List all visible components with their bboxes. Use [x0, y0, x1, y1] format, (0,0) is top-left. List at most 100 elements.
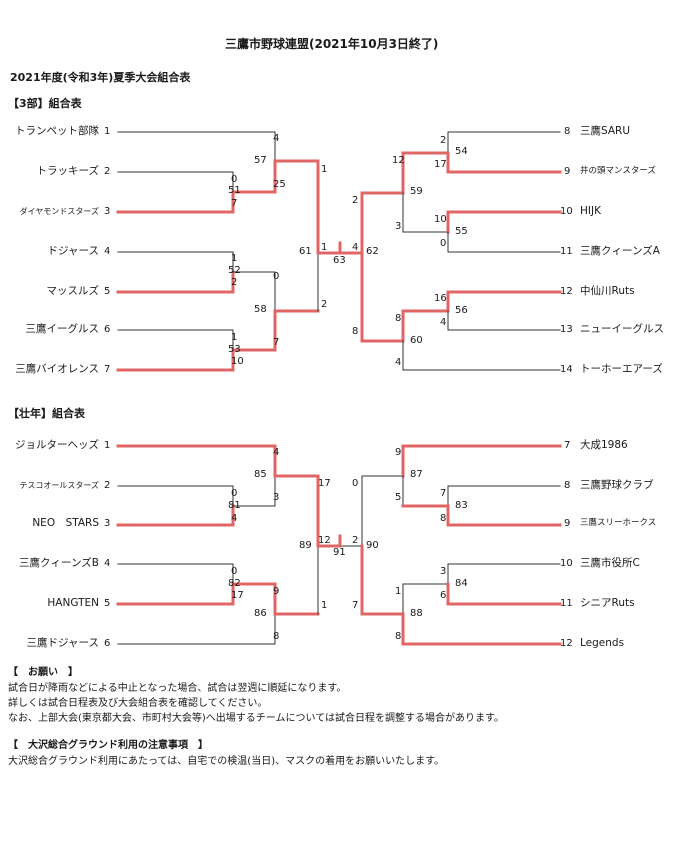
match-number: 90 — [366, 540, 379, 551]
match-number: 87 — [410, 469, 423, 480]
team-name: マッスルズ — [46, 285, 100, 297]
team-number: 13 — [560, 324, 573, 335]
final-match-number: 63 — [333, 255, 346, 266]
match-score: 25 — [273, 179, 286, 190]
final-score: 1 — [321, 242, 328, 253]
match-score: 10 — [231, 356, 244, 367]
match-score: 10 — [434, 214, 447, 225]
match-score: 0 — [231, 488, 238, 499]
match-score: 3 — [395, 221, 402, 232]
team-number: 1 — [104, 440, 111, 451]
match-score: 1 — [231, 253, 238, 264]
notice-request-heading: 【 お願い 】 — [8, 667, 78, 678]
match-number: 51 — [228, 185, 241, 196]
team-name: HIJK — [580, 205, 601, 217]
match-number: 57 — [254, 155, 267, 166]
match-number: 89 — [299, 540, 312, 551]
match-score: 2 — [231, 277, 238, 288]
team-number: 3 — [104, 206, 111, 217]
final-score: 12 — [318, 535, 331, 546]
team-name: 三鷹野球クラブ — [580, 479, 654, 491]
match-score: 3 — [440, 566, 447, 577]
match-score: 8 — [352, 326, 359, 337]
team-number: 12 — [560, 286, 573, 297]
notice-line: 大沢総合グラウンド利用にあたっては、自宅での検温(当日)、マスクの着用をお願いい… — [8, 756, 445, 767]
team-name: NEO STARS — [32, 517, 99, 529]
match-score: 4 — [395, 357, 402, 368]
team-number: 6 — [104, 638, 111, 649]
team-name: トラッキーズ — [36, 165, 99, 177]
match-score: 8 — [273, 631, 280, 642]
match-number: 62 — [366, 246, 379, 257]
match-score: 7 — [273, 337, 280, 348]
match-number: 52 — [228, 265, 241, 276]
team-number: 14 — [560, 364, 573, 375]
team-number: 1 — [104, 126, 111, 137]
match-score: 1 — [321, 164, 328, 175]
match-score: 1 — [395, 586, 402, 597]
final-score: 2 — [352, 535, 359, 546]
team-name: トランペット部隊 — [15, 125, 99, 137]
match-score: 0 — [231, 174, 238, 185]
bracket3-heading: 【3部】組合表 — [8, 97, 82, 110]
team-number: 11 — [560, 246, 573, 257]
team-name: 三鷹SARU — [580, 125, 631, 137]
match-number: 55 — [455, 226, 468, 237]
match-number: 81 — [228, 500, 241, 511]
match-score: 6 — [440, 590, 447, 601]
match-score: 5 — [395, 492, 402, 503]
team-number: 10 — [560, 206, 573, 217]
team-name: トーホーエアーズ — [580, 363, 663, 375]
match-score: 7 — [231, 198, 238, 209]
match-score: 12 — [392, 155, 405, 166]
team-name: HANGTEN — [47, 597, 99, 609]
bracketS-heading: 【壮年】組合表 — [8, 407, 85, 420]
team-name: 三鷹クィーンズA — [580, 245, 660, 257]
match-score: 16 — [434, 293, 447, 304]
match-number: 56 — [455, 305, 468, 316]
match-score: 0 — [352, 478, 359, 489]
match-score: 8 — [395, 313, 402, 324]
match-number: 58 — [254, 304, 267, 315]
team-number: 9 — [564, 518, 571, 529]
final-match-number: 91 — [333, 547, 346, 558]
match-number: 82 — [228, 578, 241, 589]
match-score: 17 — [231, 590, 244, 601]
team-number: 4 — [104, 246, 111, 257]
match-score: 17 — [434, 159, 447, 170]
team-name: 三鷹スリーホークス — [580, 518, 657, 528]
match-number: 60 — [410, 335, 423, 346]
match-score: 8 — [440, 513, 447, 524]
notice-line: 詳しくは試合日程表及び大会組合表を確認してください。 — [8, 698, 268, 709]
notice-ground-heading: 【 大沢総合グラウンド利用の注意事項 】 — [8, 740, 208, 751]
team-name: 三鷹バイオレンス — [15, 363, 99, 375]
team-number: 8 — [564, 480, 571, 491]
match-number: 54 — [455, 146, 468, 157]
team-name: ジョルターヘッズ — [15, 439, 99, 451]
team-number: 8 — [564, 126, 571, 137]
match-number: 59 — [410, 186, 423, 197]
match-number: 88 — [410, 608, 423, 619]
match-score: 4 — [231, 513, 238, 524]
team-name: 井の頭マンスターズ — [580, 166, 656, 176]
team-number: 4 — [104, 558, 111, 569]
page-subtitle: 2021年度(令和3年)夏季大会組合表 — [10, 71, 191, 84]
page-title: 三鷹市野球連盟(2021年10月3日終了) — [225, 37, 439, 51]
notice-line: なお、上部大会(東京都大会、市町村大会等)へ出場するチームについては試合日程を調… — [8, 713, 505, 724]
team-name: 大成1986 — [580, 439, 628, 451]
team-name: 三鷹ドジャース — [26, 637, 99, 649]
match-number: 85 — [254, 469, 267, 480]
match-score: 4 — [273, 447, 280, 458]
team-number: 6 — [104, 324, 111, 335]
team-number: 9 — [564, 166, 571, 177]
match-score: 4 — [273, 133, 280, 144]
team-number: 2 — [104, 166, 111, 177]
match-score: 7 — [440, 488, 447, 499]
team-name: Legends — [580, 637, 625, 649]
notice-line: 試合日が降雨などによる中止となった場合、試合は翌週に順延になります。 — [8, 683, 347, 694]
match-number: 84 — [455, 578, 468, 589]
team-name: ダイヤモンドスターズ — [19, 207, 99, 216]
team-number: 2 — [104, 480, 111, 491]
match-score: 2 — [352, 195, 359, 206]
